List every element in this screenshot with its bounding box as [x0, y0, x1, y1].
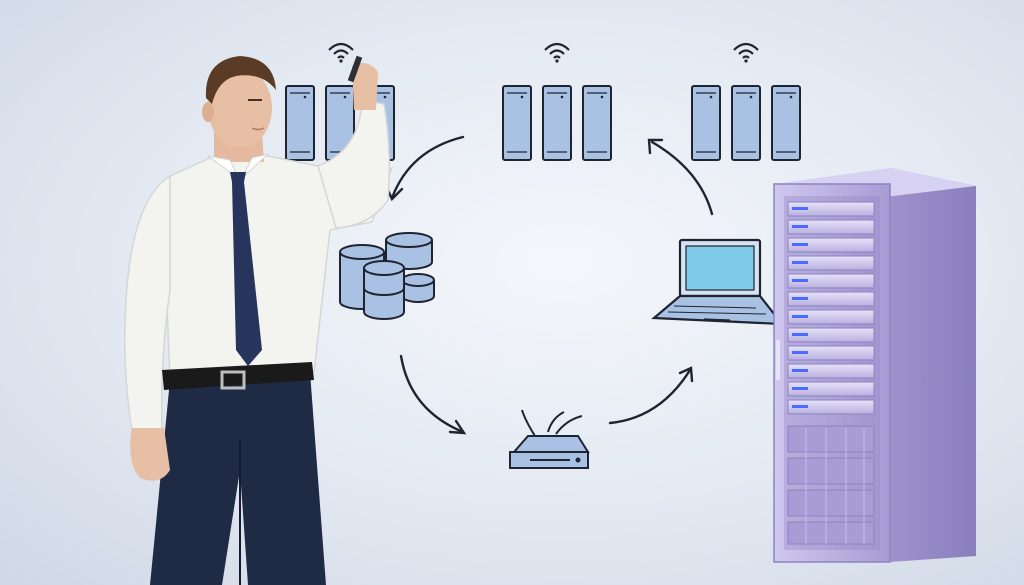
server-tower-icon [542, 85, 572, 161]
server-tower-icon [285, 85, 315, 161]
laptop-icon [651, 238, 785, 326]
businessman [124, 55, 394, 585]
flow-arrows [384, 135, 714, 435]
server-tower-icon [502, 85, 532, 161]
wifi-icon [543, 42, 571, 64]
server-tower-icon [582, 85, 612, 161]
server-tower-icon [731, 85, 761, 161]
arrow-icon [399, 354, 465, 434]
arrow-icon [608, 368, 692, 425]
server-group-middle [502, 42, 612, 161]
arrow-icon [650, 140, 714, 216]
database-icon [339, 232, 435, 320]
server-rack-icon [773, 168, 976, 563]
arrow-icon [448, 419, 467, 435]
router-icon [509, 409, 590, 469]
server-tower-icon [691, 85, 721, 161]
server-tower-icon [771, 85, 801, 161]
wifi-icon [732, 42, 760, 64]
wifi-icon [327, 42, 355, 64]
arrow-icon [678, 366, 694, 383]
arrow-icon [390, 135, 465, 200]
server-group-right [691, 42, 801, 161]
arrow-icon [647, 138, 664, 155]
